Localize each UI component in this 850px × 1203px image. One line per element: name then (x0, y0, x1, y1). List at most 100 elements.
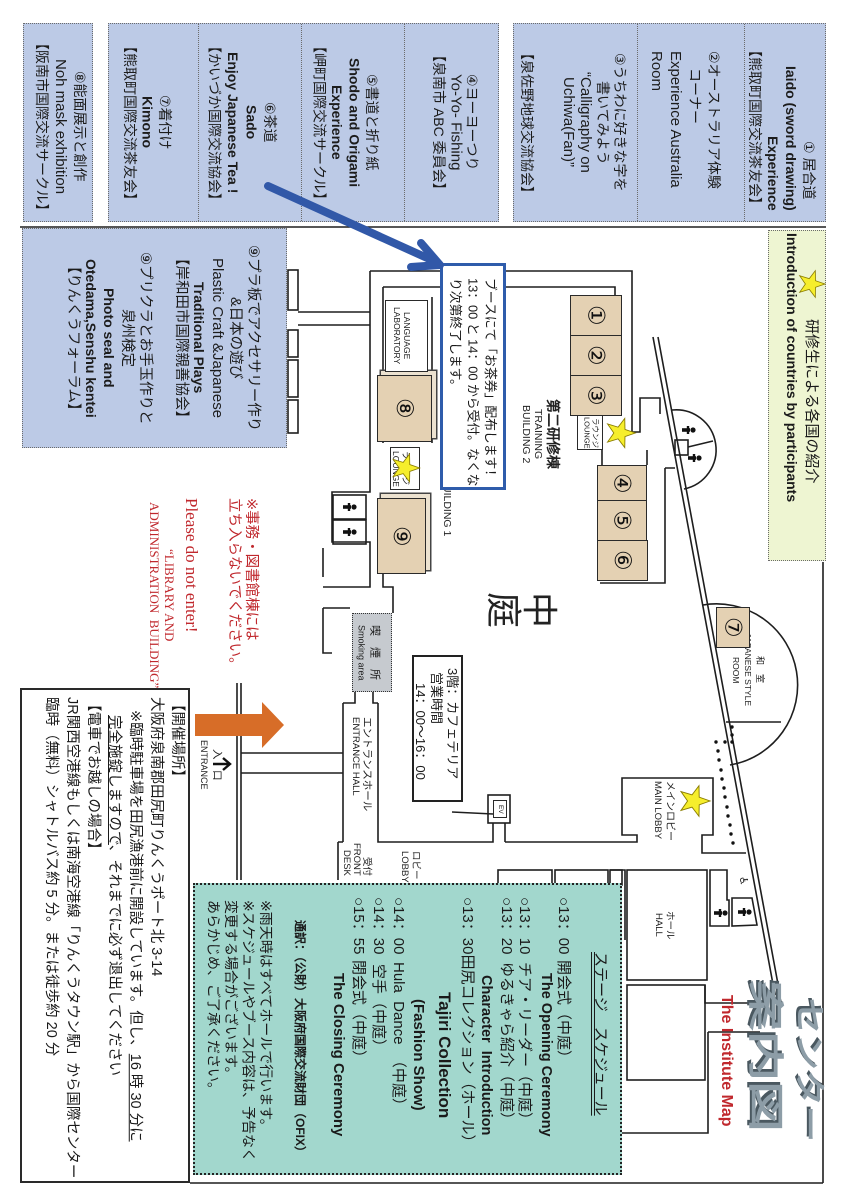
language-lab-label: LANGUAGE (402, 312, 412, 360)
booth-3-en-cont: Uchiwa(Fan)” (560, 77, 577, 168)
toilet-room-2 (332, 519, 367, 545)
booth-9a-en-cont: Traditional Plays (191, 282, 207, 394)
schedule-heading: ステージ スケジュール (592, 952, 609, 1116)
hall-en: HALL (653, 913, 664, 937)
booth-5-organizer: 【岬町国際交流サークル】 (311, 38, 328, 207)
booth-1-organizer: 【熊取町国際交流茶友会】 (747, 43, 763, 211)
parking-lock: 完全施錠しますので (106, 715, 122, 845)
room-6: ⑥ (597, 540, 648, 581)
hall-room (626, 869, 708, 981)
booth-8: ⑧能面展示と創作 Noh mask exhibition 【阪南市国際交流サーク… (24, 24, 92, 221)
schedule-time: ○15：55 (350, 897, 367, 955)
building-1-label: BUILDING 1 (440, 478, 454, 550)
schedule-item-en: The Closing Ceremony (330, 973, 347, 1137)
room-2: ② (570, 335, 622, 376)
booth-3: ③うちわに好きな字を 書いてみよう “Calligraphy on Uchiwa… (514, 24, 637, 221)
schedule-time: ○14：30 (370, 897, 387, 955)
schedule-title: 閉会式（中庭） (350, 960, 367, 1066)
schedule-item-en: Tajiri Collection (435, 991, 454, 1119)
schedule-note: あらかじめ、ご了承ください。 (205, 900, 222, 1096)
booth-9a-title-cont: &日本の遊び (227, 296, 243, 380)
booth-9b-title-cont: 泉州検定 (119, 309, 135, 367)
cafeteria-floor: 3階：カフェテリア (445, 668, 460, 780)
booth-9a-en: Plastic Craft &Japanese (209, 257, 226, 419)
train-directions: JR関西空港線もしくは南海空港線「りんくうタウン駅」から国際センター (64, 697, 80, 1179)
courtyard-text: 中庭 (482, 592, 559, 629)
main-lobby-ja: メインロビー (664, 781, 675, 841)
restroom-icon (738, 908, 752, 916)
cafeteria-hours-label: 営業時間 (429, 672, 444, 725)
room-number: ③ (583, 385, 610, 406)
schedule-item-en-sub: (Fashion Show) (410, 999, 427, 1111)
lobby-label: ロビー LOBBY (396, 851, 421, 891)
intro-banner: 研修生による各国の紹介 Introduction of countries by… (768, 230, 826, 561)
restroom-icon (714, 909, 728, 917)
booth-2-title-cont: コーナー (687, 68, 703, 124)
schedule-note: 変更する場合がございます。 (223, 900, 239, 1081)
front-desk-label: 受付 FRONT DESK (340, 836, 372, 876)
booth-5-title: ⑤書道と折り紙 (364, 74, 380, 171)
booth-7-en: Kimono (139, 96, 156, 149)
parking-exit: 、それまでに必ず退出してください (106, 844, 122, 1077)
restroom-block-2 (731, 897, 758, 927)
schedule-title: 開会式（中庭） (555, 960, 572, 1066)
tea-ticket-callout: ブースにて「お茶券」配布します！ 13：00 と 14：00 から受付。なくな … (440, 263, 506, 490)
restroom-block-1 (709, 869, 730, 927)
room-9: ⑨ (377, 498, 426, 574)
room-4: ④ (597, 465, 647, 501)
restroom-rotunda (671, 409, 717, 490)
booth-4-organizer: 【泉南市 ABC 委員会】 (431, 48, 447, 197)
schedule-time: ○13：00 (555, 897, 572, 955)
diagonal-wall (652, 336, 781, 996)
courtyard-label: 中庭 (480, 592, 559, 638)
booth-1: ① 居合道 Iaido (sword drawing) Experience 【… (744, 24, 826, 221)
booth-9b-en-cont: Otedama,Senshu kentei (83, 258, 99, 418)
room-number: ⑤ (609, 510, 636, 531)
lounge-label-ja: ラウンジ (591, 417, 600, 448)
callout-line: 13：00 と 14：00 から受付。なくな (465, 278, 481, 487)
booth-6-en: Sado (243, 105, 260, 140)
parking-note-text: ※臨時駐車場を田尻漁港前に開設しています。但し、 (127, 710, 143, 1054)
south-wing-walls (622, 985, 760, 1134)
schedule-title: 田尻コレクション（ホール） (459, 954, 476, 1150)
japanese-room-en: JAPANESE STYLE (743, 633, 753, 707)
venue-heading: 【開催場所】 (169, 697, 185, 784)
booth-4-title: ④ヨーヨーつり (464, 74, 480, 171)
lounge-label-en: LOUNGE (391, 450, 401, 487)
callout-line: ブースにて「お茶券」配布します！ (483, 278, 498, 483)
booth-5-en-cont: Experience (329, 85, 345, 160)
elevator-shaft (487, 794, 511, 824)
schedule-time: ○13：20 (498, 897, 515, 955)
booth-group-1-to-3: ③うちわに好きな字を 書いてみよう “Calligraphy on Uchiwa… (513, 23, 826, 222)
lounge-building-2: ラウンジ LOUNGE (577, 415, 603, 450)
schedule-item: ○13：00 開会式（中庭） (554, 895, 572, 1173)
booth-8-title: ⑧能面展示と創作 (72, 71, 88, 182)
main-lobby-label: メインロビー MAIN LOBBY (650, 781, 676, 851)
booth-group-4-to-7: ⑦着付け Kimono 【熊取町国際交流茶友会】 ⑥茶道 Sado Enjoy … (108, 23, 499, 222)
toilet-room-1 (332, 494, 367, 520)
schedule-time: ○13：10 (516, 897, 533, 955)
booth-7: ⑦着付け Kimono 【熊取町国際交流茶友会】 (109, 24, 198, 221)
booth-3-organizer: 【泉佐野地球交流協会】 (519, 45, 535, 200)
entrance-hall-label: エントランスホール ENTRANCE HALL (346, 715, 376, 812)
hall-annex (626, 984, 706, 1081)
booth-9a-title: ⑨プラ板でアクセサリー作り (245, 244, 261, 432)
schedule-item: ○13：20ゆるきゃら紹介（中庭） (497, 895, 515, 1173)
no-entry-notice: ※事務・図書館棟には 立ち入らないでください。 Please do not en… (145, 488, 270, 693)
schedule-title: Hula Dance （中庭） (390, 962, 407, 1114)
booth-3-title: ③うちわに好きな字を (612, 53, 628, 192)
schedule-interpreter: 通訳：（公財）大阪府国際交流財団（OFIX） (293, 920, 307, 1159)
restroom-icon (682, 426, 696, 434)
booth-7-organizer: 【熊取町国際交流茶友会】 (122, 38, 138, 207)
front-desk-en-cont: DESK (341, 850, 352, 876)
booth-2: ②オーストラリア体験 コーナー Experience Australia Roo… (637, 24, 744, 221)
main-lobby-en: MAIN LOBBY (652, 781, 663, 840)
entrance-hall-ja: エントランスホール (361, 717, 373, 812)
language-laboratory: LANGUAGE LABORATORY (385, 300, 428, 372)
elevator-label: EV (497, 804, 504, 814)
notice-building: “LIBRARY AND (162, 549, 177, 642)
training-building-2-label: 第二研修棟 TRAINING BUILDING 2 (514, 398, 564, 470)
lounge-label-en: LOUNGE (582, 416, 592, 449)
cafeteria-hours: 14：00～16：00 (413, 683, 428, 780)
booth-1-en: Iaido (sword drawing) (783, 66, 799, 211)
